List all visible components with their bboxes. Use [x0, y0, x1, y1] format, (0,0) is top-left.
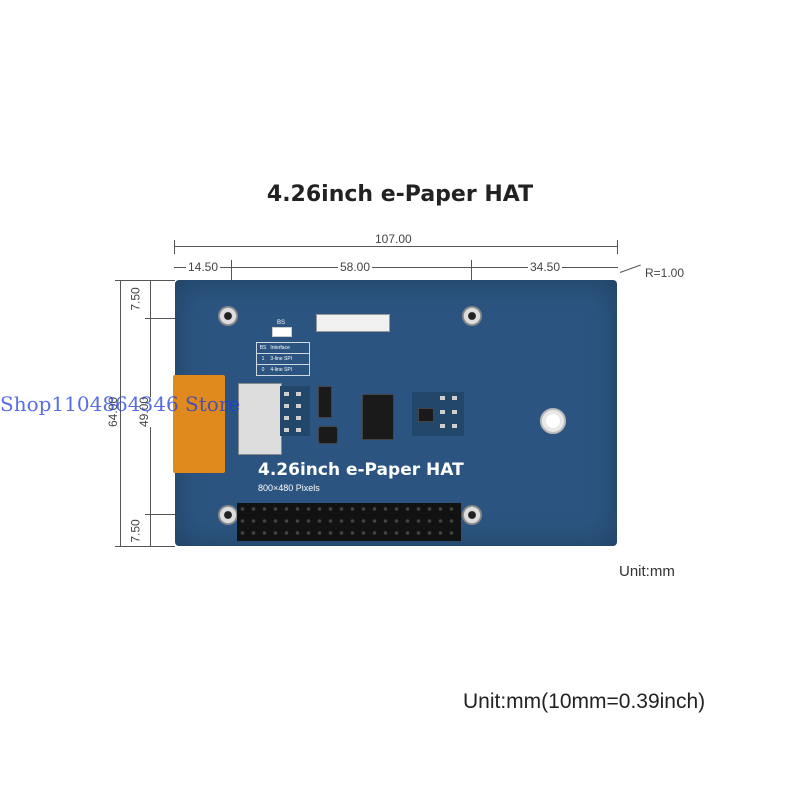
pad	[452, 396, 457, 400]
pad	[296, 392, 301, 396]
pad	[284, 404, 289, 408]
board-title: 4.26inch e-Paper HAT	[258, 460, 464, 480]
total-width-label: 107.00	[375, 232, 412, 246]
transistor-chip	[318, 386, 332, 418]
fpc-connector	[238, 383, 282, 455]
bs-label: BS	[277, 320, 286, 326]
diagram-title: 4.26inch e-Paper HAT	[266, 182, 534, 207]
pad	[440, 396, 445, 400]
interface-table: BS Interface 1 3-line SPI 0 4-line SPI	[256, 342, 310, 376]
bottom-edge-tick	[115, 546, 175, 547]
total-width-line	[174, 246, 618, 247]
flex-cable	[173, 375, 225, 473]
corner-radius-leader	[619, 264, 641, 273]
pad	[284, 416, 289, 420]
total-width-tick-left	[174, 240, 175, 254]
hole-spacing-label: 58.00	[338, 260, 373, 274]
bottom-offset-label: 7.50	[128, 519, 143, 543]
mount-hole-bottom-right-icon	[462, 505, 482, 525]
pad	[296, 404, 301, 408]
store-watermark: Shop1104864346 Store	[0, 392, 241, 416]
ic-chip-small	[318, 426, 338, 444]
pad	[440, 424, 445, 428]
mount-hole-top-left-icon	[218, 306, 238, 326]
table-row: 0 4-line SPI	[261, 367, 293, 373]
unit-label: Unit:mm	[619, 563, 675, 580]
segment-width-line	[174, 267, 618, 268]
right-offset-label: 34.50	[528, 260, 563, 274]
table-row: 1 3-line SPI	[257, 354, 309, 365]
screw-icon	[540, 408, 566, 434]
pad	[296, 416, 301, 420]
pad	[452, 410, 457, 414]
top-connector	[316, 314, 390, 332]
top-offset-label: 7.50	[128, 287, 143, 311]
gpio-header	[237, 503, 461, 541]
pad	[296, 428, 301, 432]
ic-chip-main	[362, 394, 394, 440]
pad	[284, 428, 289, 432]
corner-radius-label: R=1.00	[645, 266, 685, 280]
total-width-tick-right	[617, 240, 618, 254]
pad	[284, 392, 289, 396]
mount-hole-top-right-icon	[462, 306, 482, 326]
pad	[452, 424, 457, 428]
pad	[440, 410, 445, 414]
total-height-line	[120, 280, 121, 546]
mount-hole-bottom-left-icon	[218, 505, 238, 525]
table-header-row: BS Interface	[257, 343, 309, 354]
bs-switch	[272, 327, 292, 337]
board-subtitle: 800×480 Pixels	[258, 483, 320, 493]
top-edge-tick	[115, 280, 175, 281]
left-offset-label: 14.50	[186, 260, 221, 274]
component-chip-right	[418, 408, 434, 422]
unit-conversion-label: Unit:mm(10mm=0.39inch)	[463, 690, 706, 713]
